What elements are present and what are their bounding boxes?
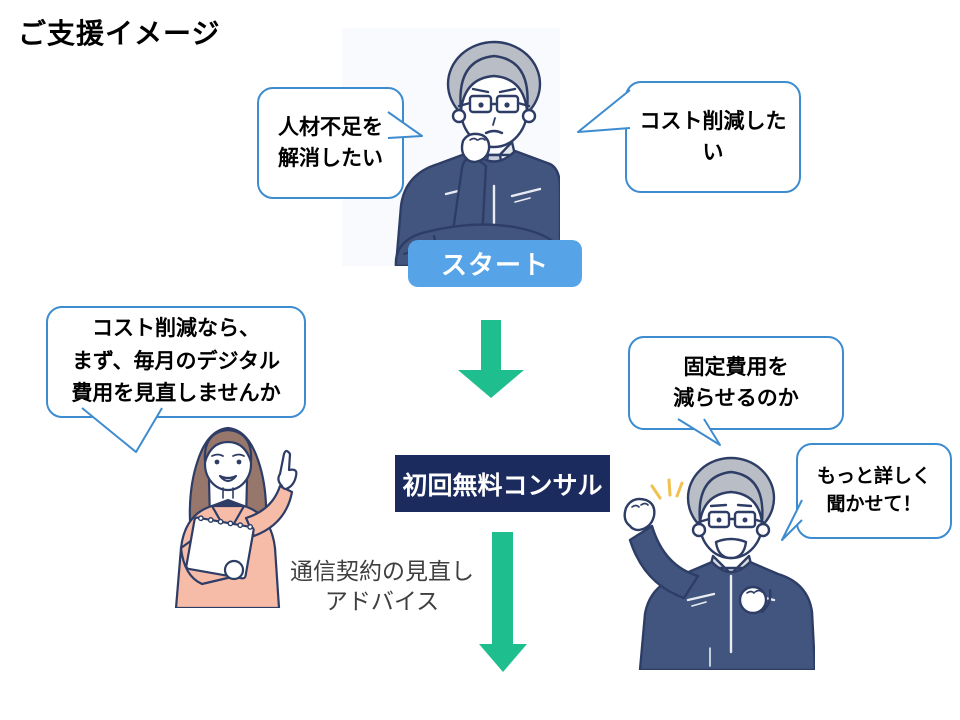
start-label: スタート — [440, 250, 549, 280]
bubble-text: コスト削減した い — [639, 109, 787, 165]
start-label-box: スタート — [408, 240, 582, 287]
bubble-tail — [781, 499, 803, 541]
advice-note: 通信契約の見直し アドバイス — [290, 558, 474, 614]
speech-bubble-fixed-cost: 固定費用を 減らせるのか — [628, 336, 844, 430]
bubble-text: コスト削減なら、 まず、毎月のデジタル 費用を見直しませんか — [71, 317, 281, 406]
page-title: ご支援イメージ — [18, 18, 221, 49]
thinking-man-illustration — [342, 28, 560, 266]
speech-bubble-consultant-pitch: コスト削減なら、 まず、毎月のデジタル 費用を見直しませんか — [46, 306, 306, 418]
consult-label: 初回無料コンサル — [402, 471, 603, 500]
cheering-man-illustration — [623, 456, 815, 670]
bubble-tail — [81, 407, 163, 453]
consultant-woman-illustration — [174, 426, 298, 608]
bubble-text: 固定費用を 減らせるのか — [673, 355, 799, 411]
bubble-text: もっと詳しく 聞かせて！ — [816, 465, 931, 516]
bubble-tail — [387, 111, 423, 139]
bubble-tail — [677, 418, 721, 446]
speech-bubble-cost-reduction: コスト削減した い — [625, 81, 801, 193]
down-arrow-icon — [458, 320, 524, 398]
bubble-tail — [577, 89, 631, 133]
bubble-text: 人材不足を 解消したい — [278, 115, 383, 171]
free-consult-box: 初回無料コンサル — [395, 455, 610, 512]
down-arrow-icon — [479, 532, 527, 672]
speech-bubble-tell-me-more: もっと詳しく 聞かせて！ — [796, 443, 952, 539]
speech-bubble-staff-shortage: 人材不足を 解消したい — [257, 87, 404, 199]
